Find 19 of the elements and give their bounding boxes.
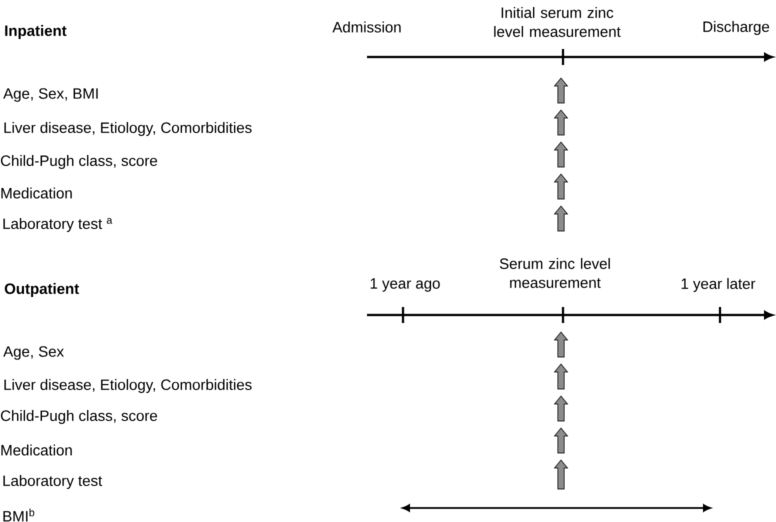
variable-label: Liver disease, Etiology, Comorbidities xyxy=(4,122,252,136)
timeline-label: 1 year ago xyxy=(370,278,440,292)
variable-label: Age, Sex, BMI xyxy=(3,88,98,102)
variable-label: Medication xyxy=(1,444,72,456)
variable-label: Medication xyxy=(1,188,72,198)
variable-label: Laboratory test $^{a}$ xyxy=(3,218,112,232)
variable-label: Liver disease, Etiology, Comorbidities xyxy=(4,379,252,393)
timeline-label: Admission xyxy=(332,22,401,32)
variable-label: BMI$^{b}$ xyxy=(3,508,34,522)
variable-label: Child-Pugh class, score xyxy=(0,155,158,169)
section-heading: Outpatient xyxy=(4,283,80,297)
variable-label: Child-Pugh class, score xyxy=(0,410,158,424)
timeline-label: Discharge xyxy=(703,21,770,35)
variable-label: Age, Sex xyxy=(3,346,64,360)
section-heading: Inpatient xyxy=(5,25,67,39)
timeline-label: Serum zinc level measurement xyxy=(500,258,610,288)
timeline-label: 1 year later xyxy=(682,278,756,292)
variable-label: Laboratory test xyxy=(3,475,102,489)
timeline-label: Initial serum zinc level measurement xyxy=(494,7,621,37)
